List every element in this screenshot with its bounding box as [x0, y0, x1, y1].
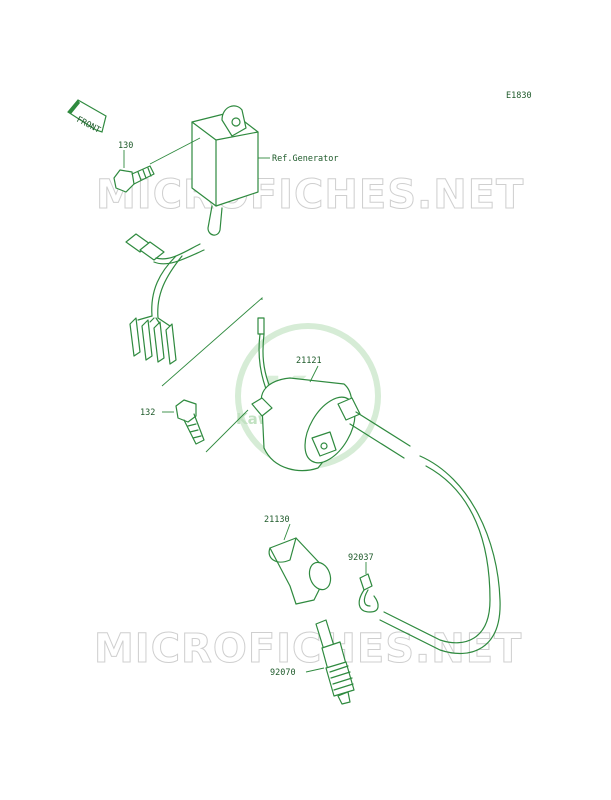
callout-132: 132	[140, 408, 155, 418]
callout-92070: 92070	[270, 668, 296, 678]
cdi-unit	[191, 105, 259, 236]
watermark-top: MICROFICHES.NET	[96, 172, 524, 219]
watermark-text-bottom: MICROFICHES.NET	[94, 626, 522, 672]
callout-92037: 92037	[348, 553, 374, 563]
bolt-132	[175, 399, 205, 445]
high-tension-lead	[349, 411, 501, 654]
wire-harness	[125, 233, 205, 365]
callout-21121: 21121	[296, 356, 322, 366]
ignition-coil-21121	[251, 377, 361, 472]
callout-ref-generator: Ref.Generator	[272, 154, 339, 164]
spark-plug-92070	[315, 619, 355, 705]
plug-cap-21130	[268, 537, 332, 605]
diagram-code: E1830	[506, 91, 532, 101]
front-arrow-icon: FRONT	[67, 99, 107, 136]
bolt-130	[113, 165, 155, 193]
clip-92037	[358, 573, 379, 613]
callout-130: 130	[118, 141, 133, 151]
callout-21130: 21130	[264, 515, 290, 525]
watermark-text-top: MICROFICHES.NET	[96, 172, 524, 218]
watermark-bottom: MICROFICHES.NET	[94, 626, 522, 673]
